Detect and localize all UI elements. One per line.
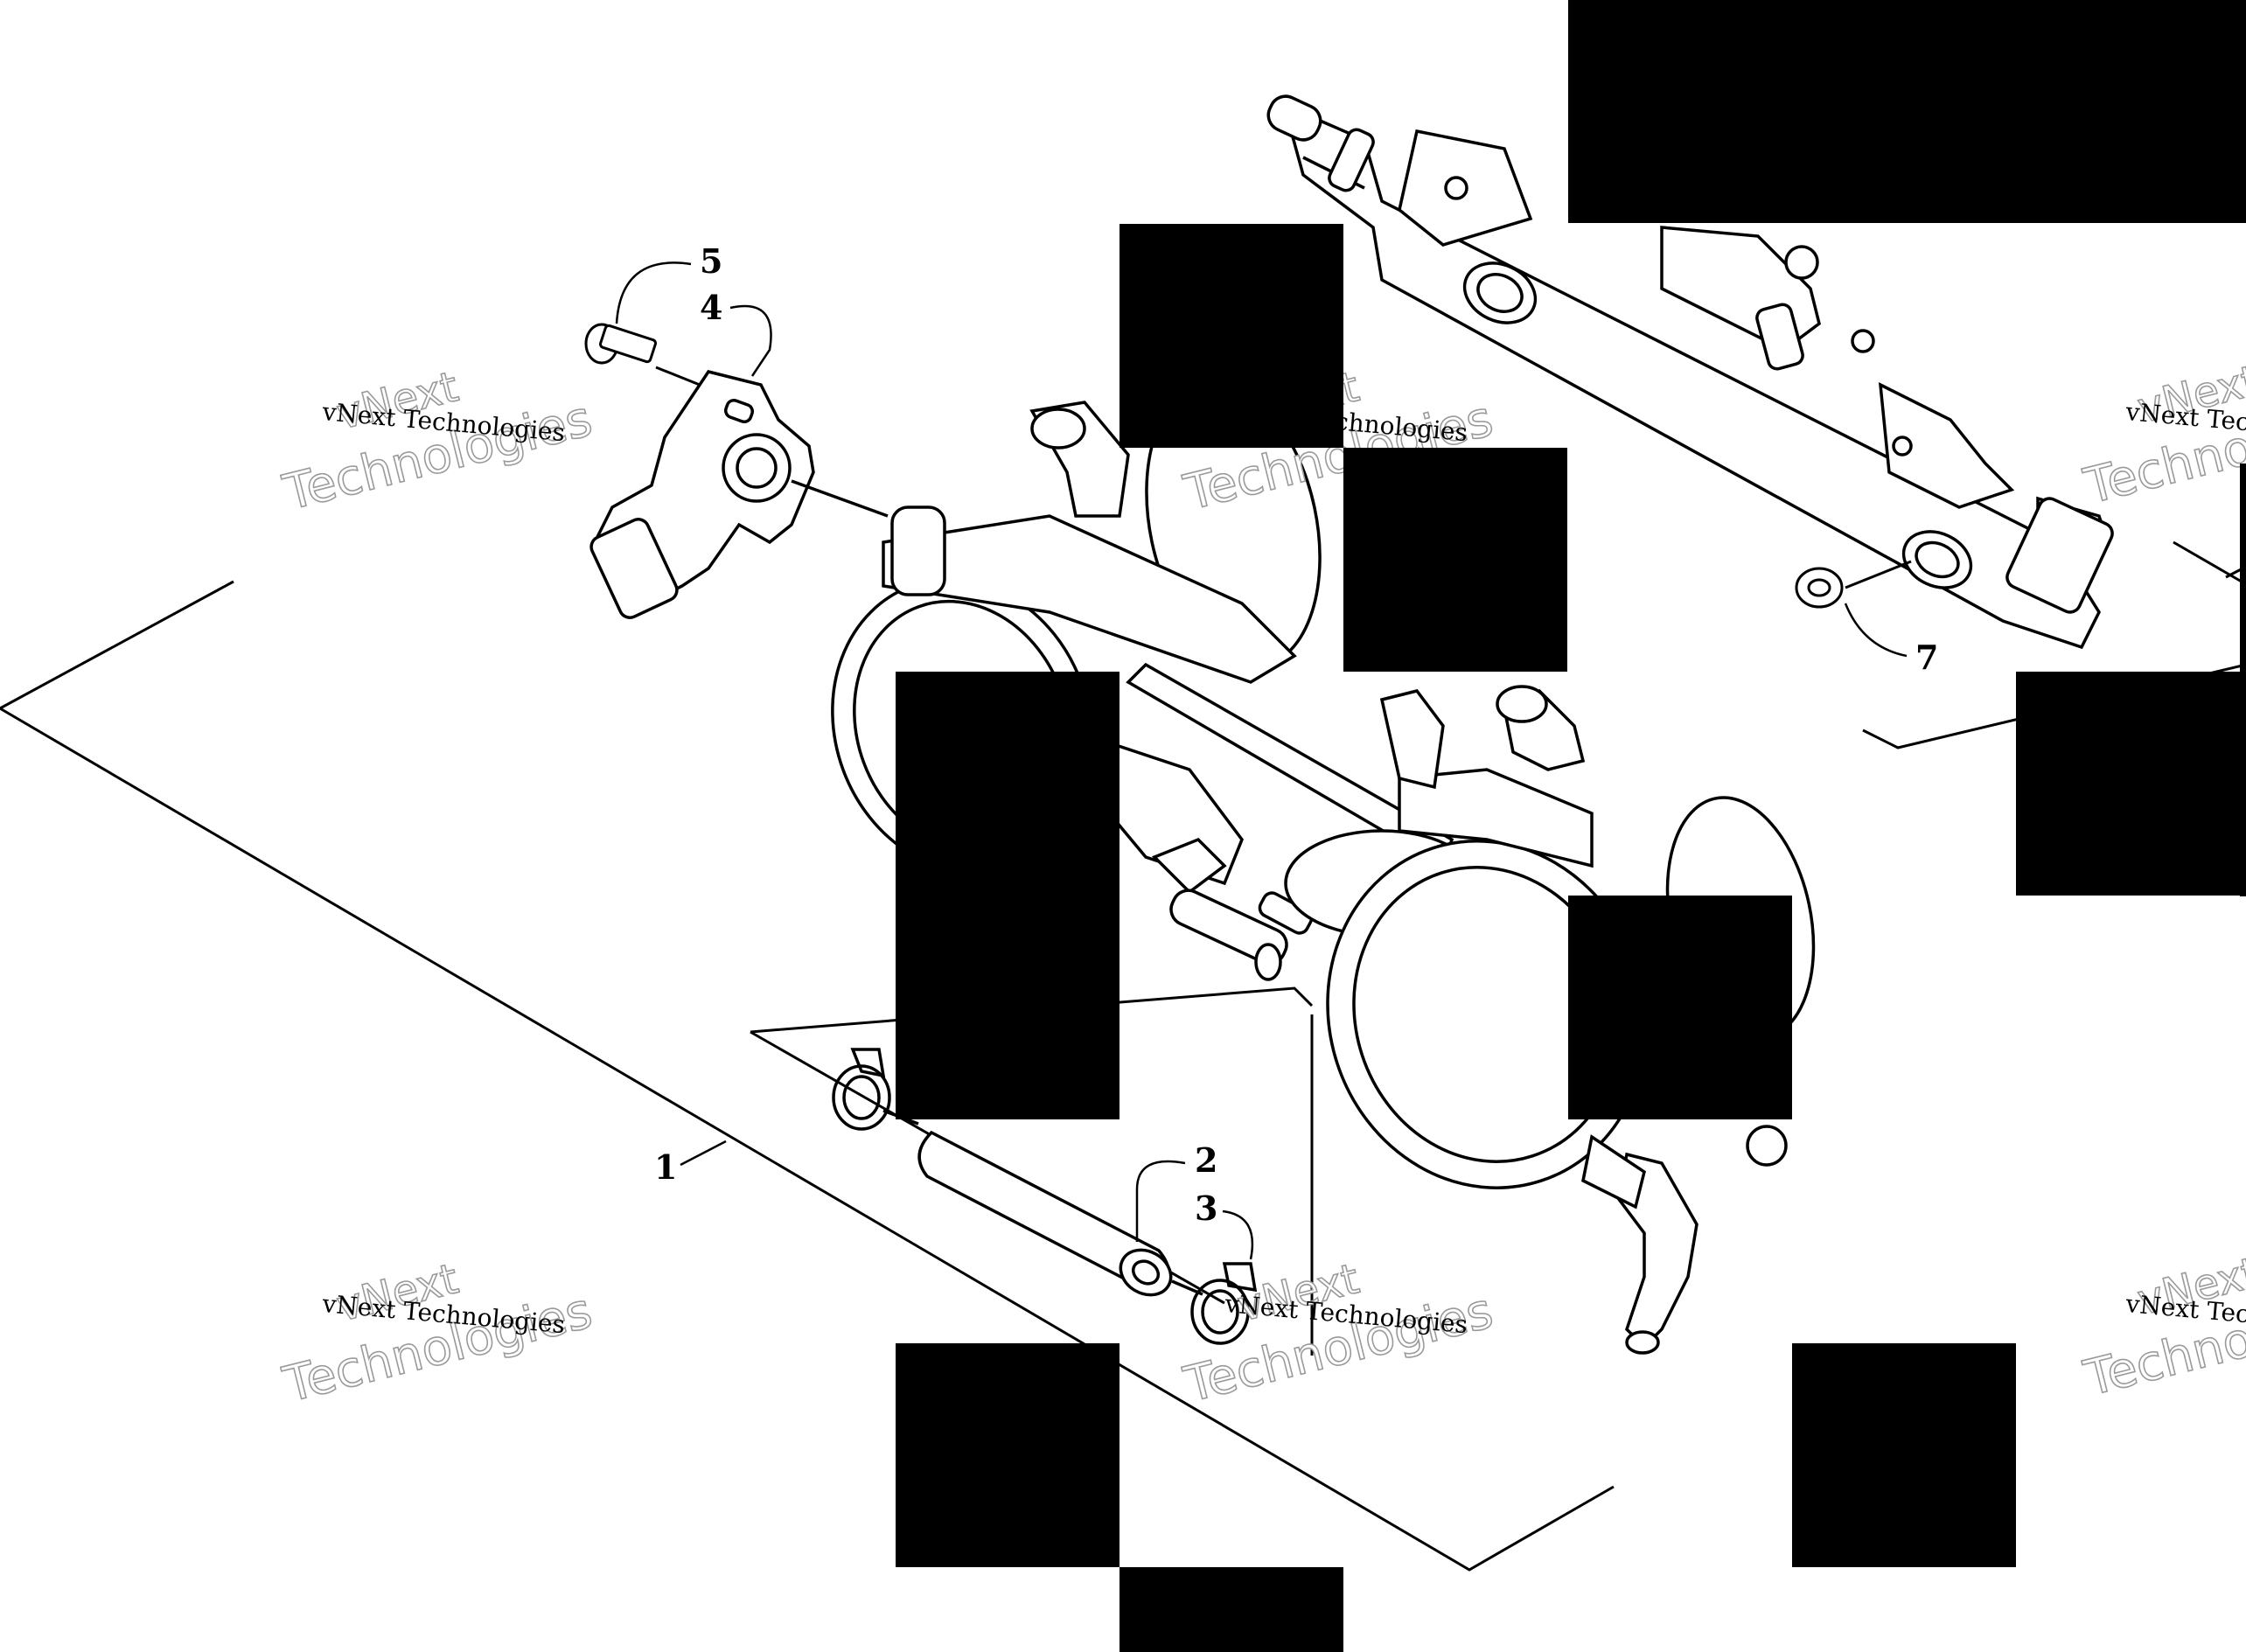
callout-4: 4 bbox=[700, 288, 722, 327]
callout-numbers: 1 2 3 4 5 7 bbox=[654, 241, 1938, 1228]
callout-7: 7 bbox=[1915, 638, 1938, 677]
hose-clamp-part bbox=[832, 1048, 1258, 1345]
redaction-block bbox=[1568, 0, 2246, 223]
screw-part bbox=[584, 323, 701, 387]
callout-2: 2 bbox=[1195, 1140, 1217, 1180]
redaction-block bbox=[1120, 1567, 1343, 1652]
callout-5: 5 bbox=[700, 241, 722, 281]
redaction-block bbox=[896, 1343, 1120, 1567]
redaction-block bbox=[1568, 896, 1792, 1119]
redaction-block bbox=[896, 672, 1120, 1119]
throttle-position-sensor bbox=[589, 370, 889, 619]
redaction-block bbox=[2016, 672, 2240, 896]
redaction-block bbox=[2240, 464, 2246, 896]
fuel-rail bbox=[1266, 94, 2114, 650]
redaction-block bbox=[1120, 224, 1343, 448]
leader-lines bbox=[615, 261, 1908, 1260]
redaction-block bbox=[1343, 448, 1567, 672]
redaction-blocks bbox=[896, 0, 2246, 1652]
callout-3: 3 bbox=[1195, 1188, 1217, 1228]
callout-1: 1 bbox=[654, 1147, 677, 1187]
hose-part bbox=[917, 1130, 1173, 1297]
o-ring-part bbox=[1795, 560, 1912, 609]
redaction-block bbox=[1792, 1343, 2016, 1567]
